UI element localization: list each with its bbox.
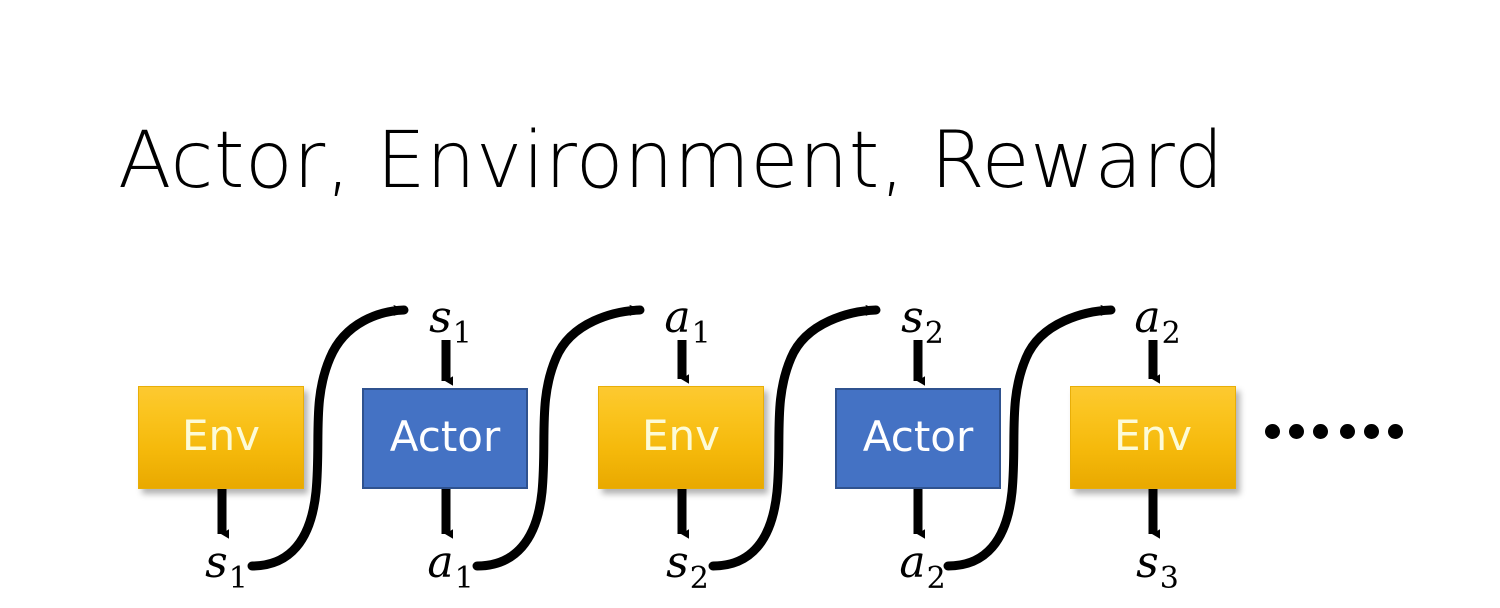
label-base: a <box>1134 292 1161 343</box>
label-base: a <box>899 537 926 588</box>
node-label: Env <box>181 410 260 460</box>
ellipsis-dot <box>1289 424 1304 439</box>
ellipsis-dot <box>1388 424 1403 439</box>
node-label: Env <box>1113 410 1192 460</box>
label-bottom-a1: a1 <box>427 541 473 594</box>
label-top-a1: a1 <box>664 296 710 349</box>
label-top-s2: s2 <box>901 296 944 349</box>
ellipsis-dot <box>1340 424 1355 439</box>
label-subscript: 2 <box>924 316 944 351</box>
node-actor-2[interactable]: Actor <box>835 388 1001 489</box>
page-title: Actor, Environment, Reward <box>118 116 1224 206</box>
label-subscript: 1 <box>691 316 711 351</box>
node-actor-1[interactable]: Actor <box>362 388 528 489</box>
label-subscript: 1 <box>452 316 472 351</box>
ellipsis-dot <box>1313 424 1328 439</box>
label-top-s1: s1 <box>429 296 472 349</box>
label-subscript: 2 <box>1161 316 1181 351</box>
ellipsis-dot <box>1364 424 1379 439</box>
node-label: Actor <box>862 411 974 461</box>
label-bottom-a2: a2 <box>899 541 945 594</box>
node-env-3[interactable]: Env <box>1070 386 1236 489</box>
label-bottom-s3: s3 <box>1136 541 1179 594</box>
label-base: s <box>1136 537 1159 588</box>
label-subscript: 2 <box>926 561 946 596</box>
label-base: s <box>901 292 924 343</box>
label-subscript: 1 <box>454 561 474 596</box>
node-env-2[interactable]: Env <box>598 386 764 489</box>
label-subscript: 2 <box>689 561 709 596</box>
label-base: s <box>666 537 689 588</box>
label-bottom-s2: s2 <box>666 541 709 594</box>
ellipsis-dot-group <box>1340 424 1403 439</box>
label-base: a <box>664 292 691 343</box>
label-base: a <box>427 537 454 588</box>
label-base: s <box>205 537 228 588</box>
node-label: Env <box>641 410 720 460</box>
ellipsis-continuation <box>1265 424 1403 439</box>
label-top-a2: a2 <box>1134 296 1180 349</box>
label-subscript: 3 <box>1159 561 1179 596</box>
ellipsis-dot-group <box>1265 424 1328 439</box>
node-env-1[interactable]: Env <box>138 386 304 489</box>
label-bottom-s1: s1 <box>205 541 248 594</box>
node-label: Actor <box>389 411 501 461</box>
label-subscript: 1 <box>228 561 248 596</box>
ellipsis-dot <box>1265 424 1280 439</box>
label-base: s <box>429 292 452 343</box>
